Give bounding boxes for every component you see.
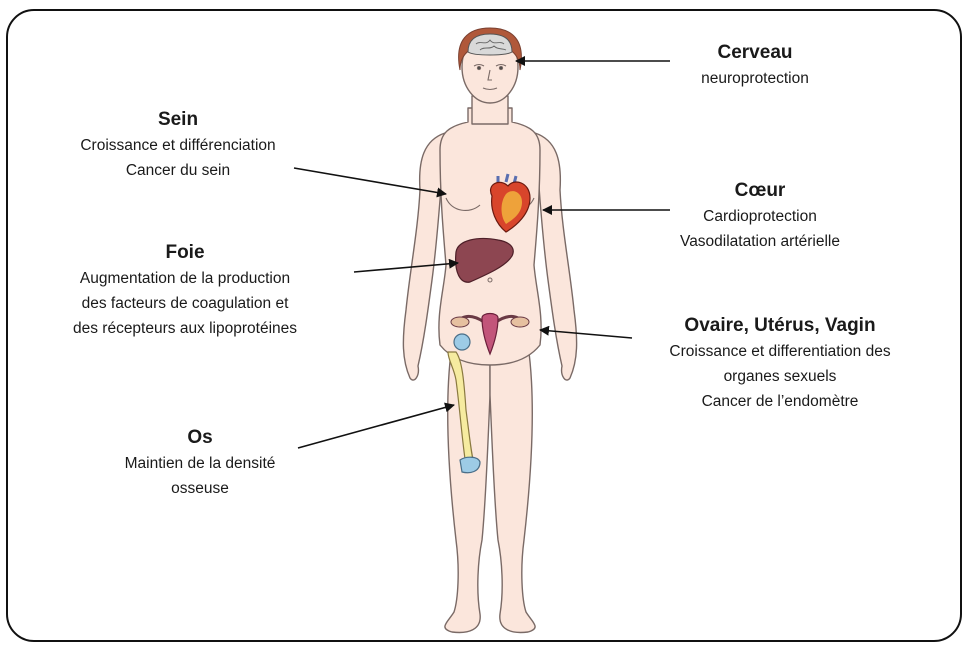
label-os: Os Maintien de la densité osseuse — [80, 425, 320, 501]
label-line: osseuse — [80, 476, 320, 501]
label-line: Cancer de l’endomètre — [610, 389, 950, 414]
label-line: Cardioprotection — [620, 204, 900, 229]
label-sein: Sein Croissance et différenciation Cance… — [28, 107, 328, 183]
label-line: Maintien de la densité — [80, 451, 320, 476]
label-title: Ovaire, Utérus, Vagin — [610, 313, 950, 339]
label-line: neuroprotection — [640, 66, 870, 91]
label-line: Augmentation de la production — [20, 266, 350, 291]
label-coeur: Cœur Cardioprotection Vasodilatation art… — [620, 178, 900, 254]
label-foie: Foie Augmentation de la production des f… — [20, 240, 350, 341]
label-line: Croissance et différenciation — [28, 133, 328, 158]
label-title: Cerveau — [640, 40, 870, 66]
label-line: des facteurs de coagulation et — [20, 291, 350, 316]
left-arm — [403, 133, 445, 380]
label-line: Cancer du sein — [28, 158, 328, 183]
arrow-foie — [354, 263, 458, 272]
label-title: Foie — [20, 240, 350, 266]
label-line: des récepteurs aux lipoprotéines — [20, 316, 350, 341]
label-ovaire: Ovaire, Utérus, Vagin Croissance et diff… — [610, 313, 950, 414]
label-line: Vasodilatation artérielle — [620, 229, 900, 254]
arrow-os — [298, 405, 454, 448]
right-leg — [490, 345, 535, 632]
label-title: Sein — [28, 107, 328, 133]
label-title: Cœur — [620, 178, 900, 204]
left-leg — [445, 345, 490, 632]
label-cerveau: Cerveau neuroprotection — [640, 40, 870, 91]
right-arm — [535, 133, 577, 380]
label-title: Os — [80, 425, 320, 451]
label-line: organes sexuels — [610, 364, 950, 389]
brain — [468, 34, 512, 55]
label-line: Croissance et differentiation des — [610, 339, 950, 364]
